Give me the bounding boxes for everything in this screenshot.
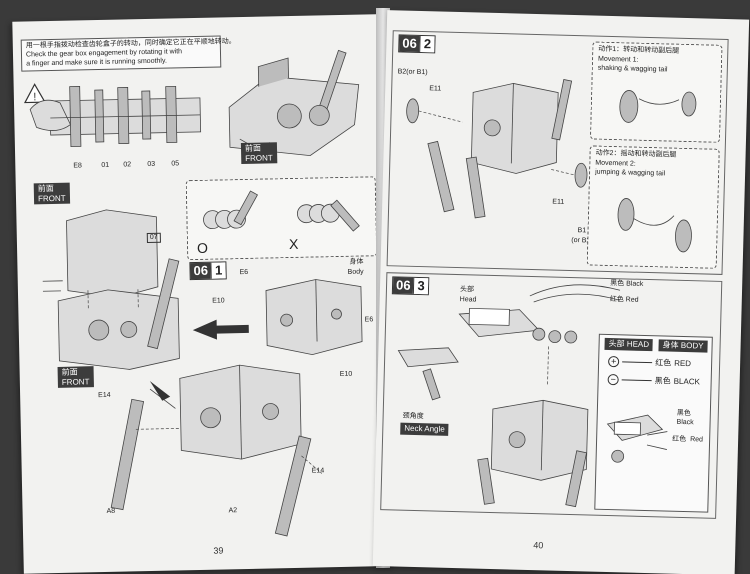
step-3-number-main: 06 <box>392 277 414 294</box>
plus-icon: + <box>608 355 620 368</box>
legend-head-zh: 头部 <box>608 339 625 349</box>
part-label-07: 07 <box>146 232 161 244</box>
neck-angle-label-zh: 颈角度 <box>402 412 424 421</box>
gear-label-05: 05 <box>171 160 180 168</box>
front-tag-top: 前面 FRONT <box>240 142 277 165</box>
front-tag-bottom-zh: 前面 <box>61 367 78 377</box>
warning-icon: ! <box>23 83 47 103</box>
left-page: 用一根手指拨动检查齿轮盒子的转动，同时确定它正在平顺地转动。 Check the… <box>12 14 394 574</box>
check-mark-wrong: X <box>288 235 299 253</box>
left-page-number: 39 <box>213 545 224 556</box>
legend-arrow-black <box>621 379 652 382</box>
dog-body-step2-illustration <box>406 79 588 219</box>
label-e11-mid: E11 <box>552 198 565 206</box>
legend-row-red: + 红色 RED <box>608 355 692 369</box>
neck-detail-illustration <box>397 347 459 401</box>
head-and-wires-illustration <box>458 284 621 387</box>
wire-label-red-zh: 红色 <box>672 435 687 444</box>
body-box-illustration <box>265 279 363 356</box>
wire-label-red-en: Red <box>690 436 704 444</box>
legend-body-tag: 身体 BODY <box>658 339 708 353</box>
legs-assembly-illustration <box>110 364 323 537</box>
step-number-sub: 1 <box>210 262 226 279</box>
step-number-main: 06 <box>190 262 212 280</box>
wire-label-black-en: Black <box>676 418 694 427</box>
dog-body-step3-illustration <box>477 399 589 508</box>
neck-angle-label-en: Neck Angle <box>400 422 449 436</box>
label-a2: A2 <box>228 507 238 515</box>
label-black-en: Black <box>626 280 644 288</box>
front-tag-top-zh: 前面 <box>244 143 262 153</box>
right-page: 06 2 B2(or B1) E11 E11 B1 (or B2) 动作1：转动… <box>372 10 750 574</box>
front-tag-top-en: FRONT <box>245 152 273 163</box>
movement-1-en-1: Movement 1: <box>597 55 639 64</box>
step-2-number-main: 06 <box>399 35 421 52</box>
label-red-en: Red <box>625 296 639 304</box>
motor-wiring-illustration <box>606 414 668 463</box>
minus-icon: − <box>607 373 619 386</box>
gear-box-illustration <box>29 85 202 148</box>
movement-1-illustration <box>619 90 697 123</box>
crank-wrong-illustration <box>296 199 360 232</box>
legend-head-en: HEAD <box>626 339 650 350</box>
step-badge-06-2: 06 2 <box>398 34 436 54</box>
label-a8: A8 <box>106 507 116 515</box>
label-e10-top: E10 <box>212 297 225 305</box>
crank-correct-illustration <box>203 190 258 230</box>
step-badge-06-1: 06 1 <box>189 261 227 281</box>
legend-red-en: RED <box>674 358 692 369</box>
push-arrow-icon <box>192 319 249 340</box>
legend-body-zh: 身体 <box>662 340 679 350</box>
body-exploded-illustration <box>42 209 180 370</box>
gear-label-01: 01 <box>101 161 110 169</box>
wire-label-black-zh: 黑色 <box>676 409 691 418</box>
movement-2-en-1: Movement 2: <box>595 159 636 168</box>
gear-label-03: 03 <box>147 160 156 169</box>
frame-assembly-top <box>228 49 360 157</box>
label-b1: B1 <box>577 227 587 235</box>
legend-red-zh: 红色 <box>655 358 672 368</box>
label-e14-right: E14 <box>311 467 325 475</box>
gear-label-02: 02 <box>123 161 132 169</box>
front-tag-bottom-en: FRONT <box>61 376 90 387</box>
label-e6-top: E6 <box>239 268 249 277</box>
front-tag-left-zh: 前面 <box>37 183 54 194</box>
step-3-number-sub: 3 <box>413 277 428 295</box>
legend-body-en: BODY <box>680 340 704 351</box>
gear-check-text-en-2: a finger and make sure it is running smo… <box>26 57 167 68</box>
step-badge-06-3: 06 3 <box>391 276 430 296</box>
gear-check-note: 用一根手指拨动检查齿轮盒子的转动，同时确定它正在平顺地转动。 Check the… <box>20 35 236 72</box>
legend-black-en: BLACK <box>673 376 701 387</box>
label-body-zh: 身体 <box>349 258 364 266</box>
front-tag-bottom: 前面 FRONT <box>57 366 94 389</box>
legend-head-tag: 头部 HEAD <box>604 337 654 351</box>
legend-arrow-red <box>622 361 653 364</box>
label-e14-left: E14 <box>98 391 111 400</box>
legend-black-zh: 黑色 <box>654 376 671 386</box>
right-page-number: 40 <box>533 540 544 551</box>
svg-text:!: ! <box>33 91 36 103</box>
gear-label-e8: E8 <box>73 162 82 170</box>
movement-2-illustration <box>617 198 692 253</box>
step-2-number-sub: 2 <box>419 35 435 53</box>
label-e6-right: E6 <box>364 316 374 324</box>
